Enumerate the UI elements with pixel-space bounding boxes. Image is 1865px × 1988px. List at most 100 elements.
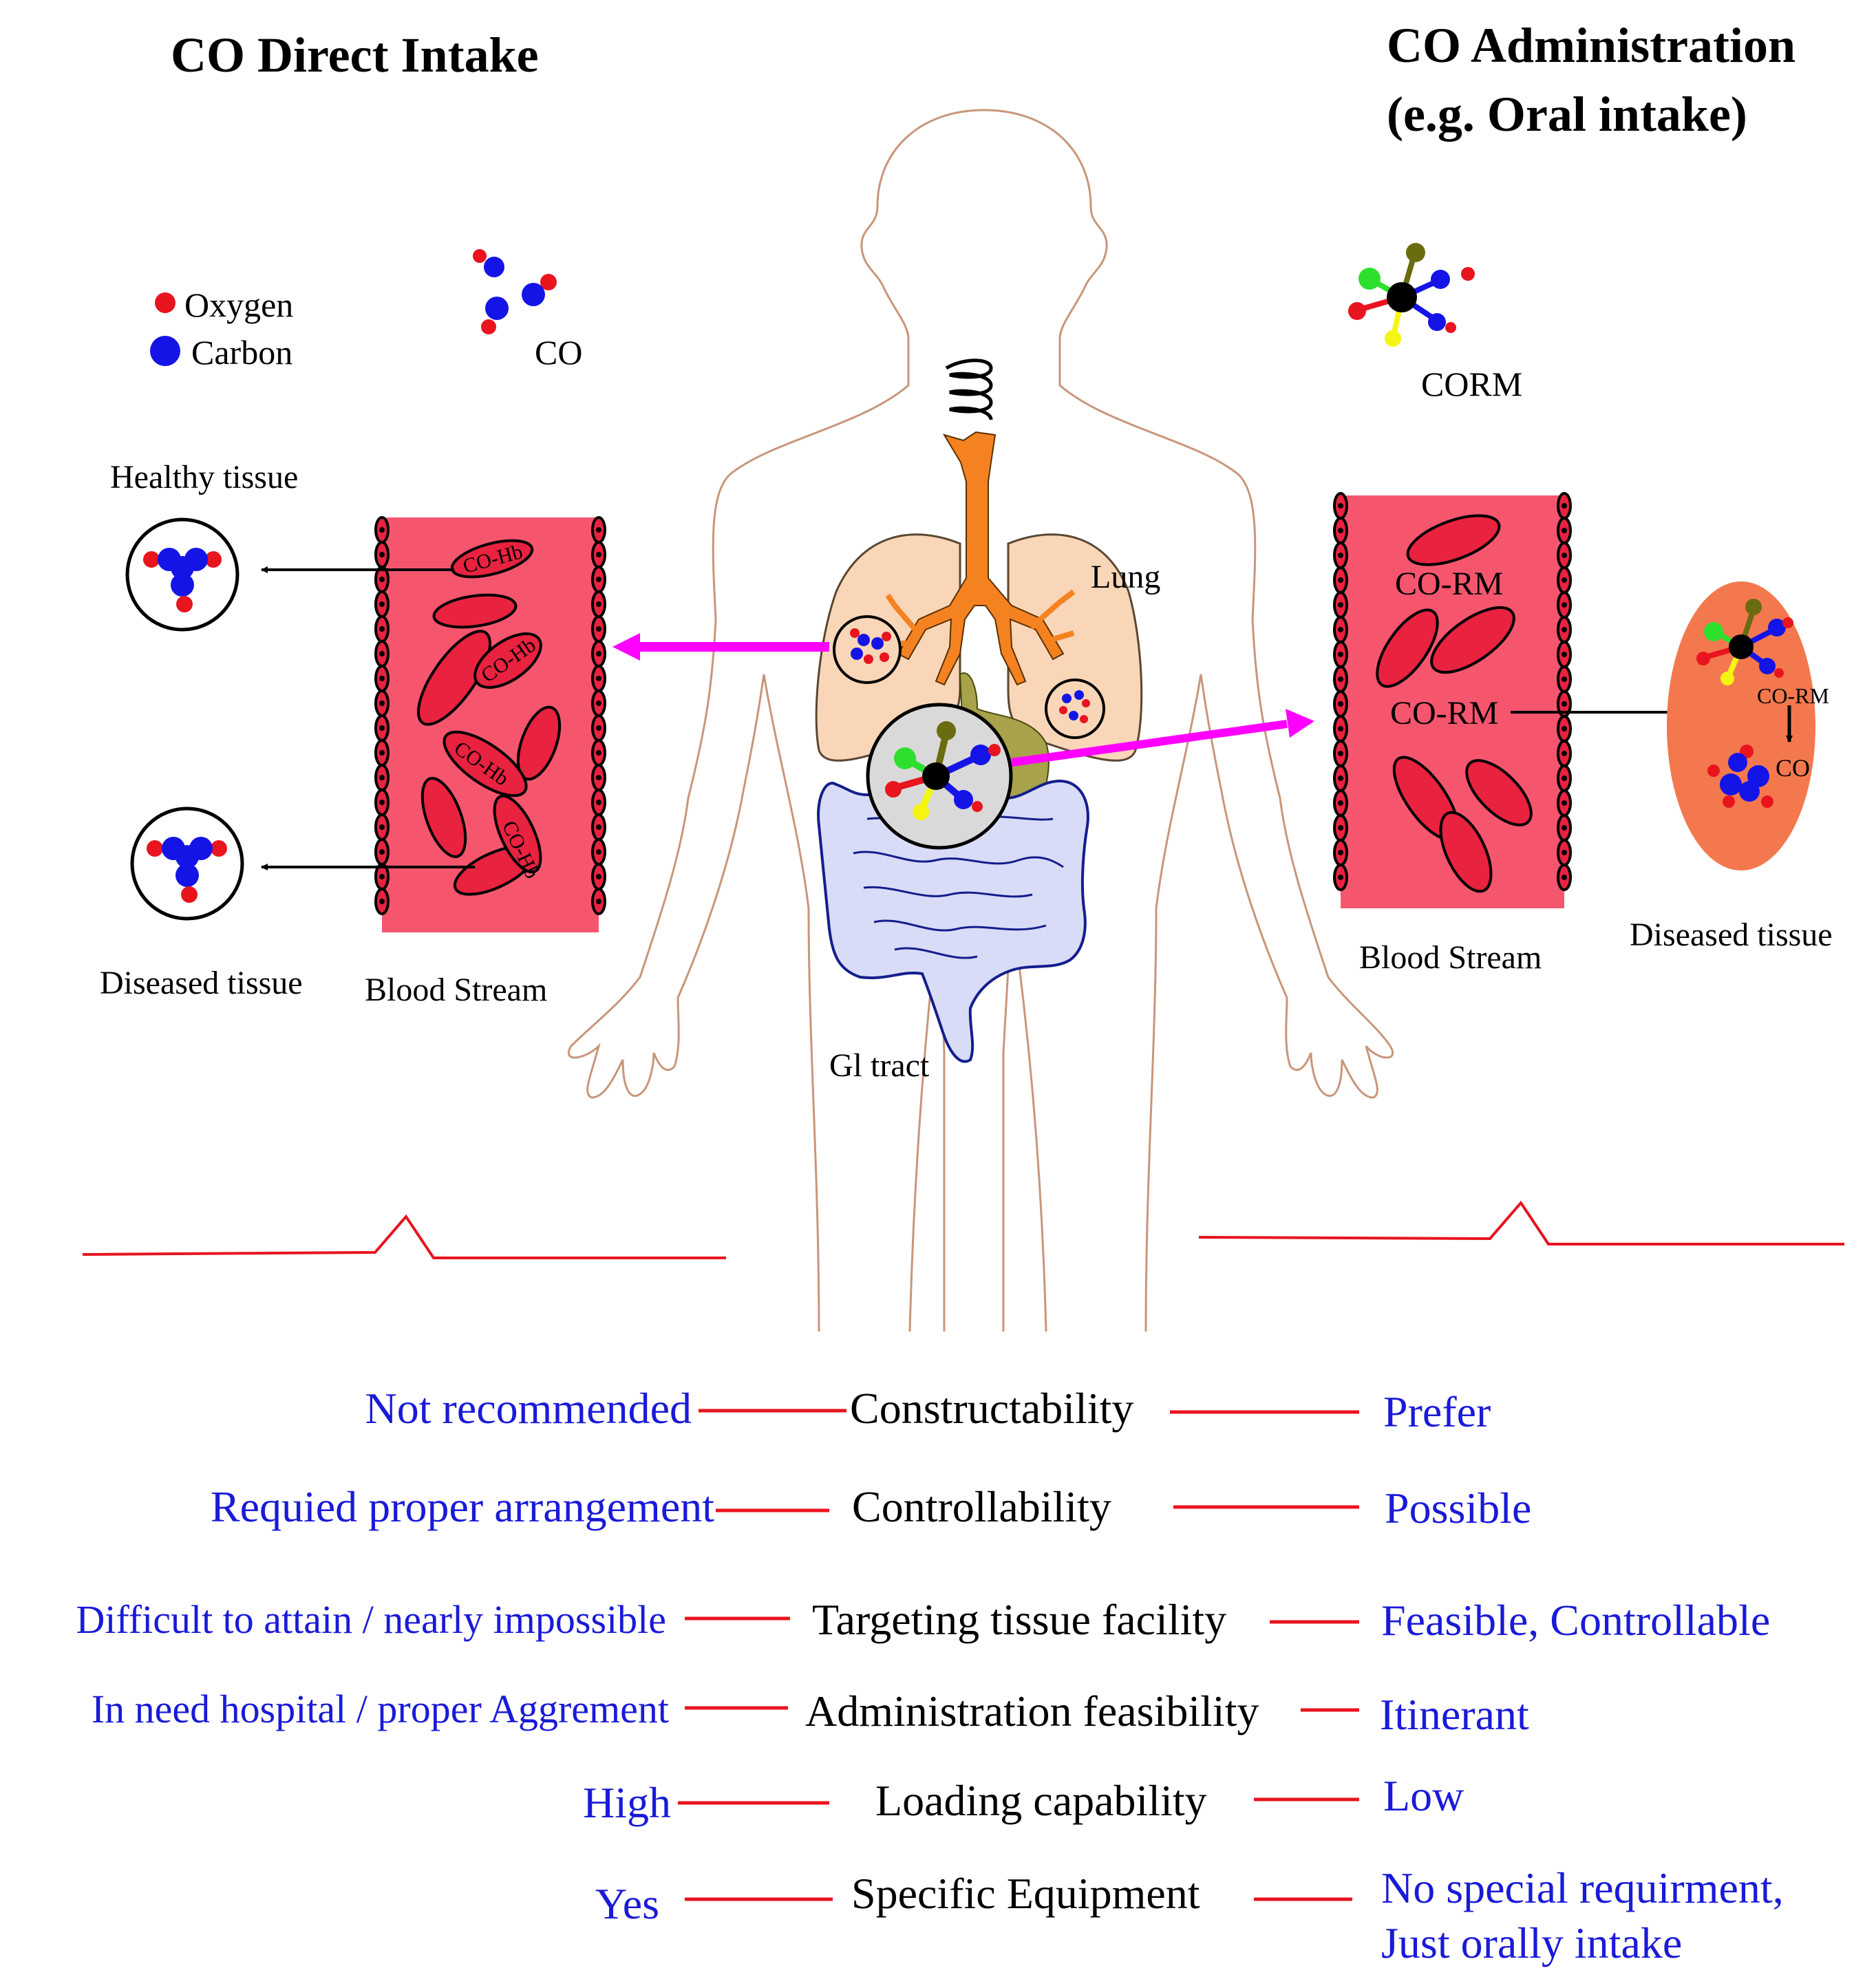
comparison-criterion: Targeting tissue facility [812, 1595, 1227, 1644]
vessel-wall-nucleus [1562, 627, 1567, 632]
vessel-wall-nucleus [1562, 676, 1567, 682]
corm-molecule-tissue [1696, 599, 1793, 685]
vessel-wall-nucleus [1338, 652, 1343, 657]
vessel-wall-nucleus [596, 725, 601, 731]
legend-carbon-dot [150, 336, 180, 366]
vessel-wall-nucleus [1562, 652, 1567, 657]
healthy-tissue-circle [125, 517, 239, 632]
comparison-criterion: Constructability [850, 1384, 1134, 1433]
vessel-wall-nucleus [379, 849, 385, 855]
comparison-left-value: Difficult to attain / nearly impossible [76, 1597, 666, 1642]
vessel-wall-nucleus [1338, 553, 1343, 558]
vessel-wall-nucleus [1338, 577, 1343, 583]
blood-stream-label-left: Blood Stream [365, 972, 548, 1008]
larynx-spring [945, 359, 993, 420]
left-rbc-cells [416, 539, 562, 896]
vessel-wall-nucleus [596, 775, 601, 780]
legend-corm-label: CORM [1421, 365, 1523, 403]
vessel-wall-nucleus [379, 725, 385, 731]
vessel-wall-nucleus [1562, 602, 1567, 608]
comparison-right-value: Prefer [1383, 1387, 1491, 1436]
vessel-wall-nucleus [379, 552, 385, 557]
vessel-wall-nucleus [596, 874, 601, 879]
vessel-wall-nucleus [1338, 726, 1343, 731]
magenta-arrow-left [612, 633, 829, 661]
vessel-wall-nucleus [1562, 553, 1567, 558]
vessel-wall-nucleus [1562, 726, 1567, 731]
vessel-wall-nucleus [1562, 751, 1567, 756]
comparison-criterion: Loading capability [875, 1776, 1207, 1825]
vessel-wall-nucleus [379, 676, 385, 681]
comparison-left-value: Not recommended [365, 1384, 692, 1433]
blood-stream-label-right: Blood Stream [1359, 939, 1542, 976]
vessel-wall-nucleus [379, 874, 385, 879]
vessel-wall-nucleus [1338, 528, 1343, 533]
vessel-wall-nucleus [379, 527, 385, 533]
vessel-wall-nucleus [596, 750, 601, 756]
vessel-wall-nucleus [379, 899, 385, 904]
legend-oxygen-dot [155, 292, 175, 313]
vessel-wall-nucleus [596, 527, 601, 533]
legend-co-label: CO [535, 333, 583, 372]
vessel-wall-nucleus [596, 577, 601, 582]
vessel-wall-nucleus [596, 899, 601, 904]
right-zigzag-line [1198, 1200, 1844, 1246]
vessel-wall [374, 516, 390, 915]
comparison-left-value: Requied proper arrangement [210, 1482, 714, 1531]
vessel-wall [591, 516, 606, 915]
vessel-wall-nucleus [1338, 825, 1343, 831]
vessel-wall-nucleus [1562, 800, 1567, 806]
vessel-wall-nucleus [596, 824, 601, 830]
right-heading-line2: (e.g. Oral intake) [1387, 87, 1747, 142]
lung-co-molecules [850, 628, 1090, 723]
lung-label: Lung [1091, 559, 1161, 595]
vessel-wall-nucleus [1338, 503, 1343, 509]
magenta-arrow-right [1011, 709, 1314, 767]
diseased-tissue-right [1667, 581, 1815, 870]
tissue-corm-label: CO-RM [1757, 683, 1829, 708]
comparison-right-value: No special requirment, [1381, 1863, 1784, 1912]
vessel-wall-nucleus [1562, 701, 1567, 707]
comparison-criterion: Controllability [852, 1482, 1111, 1531]
vessel-wall-nucleus [1338, 751, 1343, 756]
vessel-wall-nucleus [1562, 776, 1567, 781]
vessel-wall-nucleus [379, 824, 385, 830]
tissue-co-label: CO [1776, 754, 1811, 782]
comparison-left-value: High [583, 1778, 671, 1827]
vessel-wall-nucleus [596, 800, 601, 805]
vessel-wall-nucleus [596, 676, 601, 681]
vessel-wall-nucleus [1338, 776, 1343, 781]
right-rbc-cells [1376, 514, 1533, 893]
comparison-right-value: Itinerant [1380, 1690, 1529, 1739]
trachea [884, 431, 1076, 686]
vessel-wall-nucleus [379, 577, 385, 582]
diseased-tissue-circle-left [130, 806, 244, 921]
vessel-wall-nucleus [596, 601, 601, 607]
vessel-wall-nucleus [596, 849, 601, 855]
diseased-tissue-label-right: Diseased tissue [1630, 917, 1833, 953]
vessel-wall-nucleus [1338, 627, 1343, 632]
vessel-wall-nucleus [596, 651, 601, 656]
vessel-wall-nucleus [1562, 850, 1567, 855]
vessel-wall-nucleus [1338, 602, 1343, 608]
body-outline [567, 109, 1394, 1332]
vessel-wall-nucleus [379, 626, 385, 632]
right-heading-line1: CO Administration [1387, 18, 1796, 73]
vessel-wall-nucleus [1562, 825, 1567, 831]
vessel-wall-nucleus [1562, 875, 1567, 880]
gi-tract-label: Gl tract [829, 1047, 930, 1084]
vessel-wall-nucleus [1338, 850, 1343, 855]
vessel-wall-nucleus [1562, 528, 1567, 533]
vessel-wall-nucleus [379, 601, 385, 607]
vessel-wall-nucleus [596, 626, 601, 632]
left-heading: CO Direct Intake [171, 28, 539, 83]
legend-oxygen-label: Oxygen [184, 286, 294, 324]
left-rbc-extra [493, 794, 542, 874]
vessel-wall-nucleus [1562, 503, 1567, 509]
left-blood-vessel [374, 516, 606, 932]
vessel-wall-nucleus [379, 701, 385, 706]
vessel-wall-nucleus [379, 651, 385, 656]
comparison-right-value: Low [1383, 1771, 1464, 1820]
vessel-wall-nucleus [1562, 577, 1567, 583]
left-zigzag-line [82, 1214, 726, 1259]
